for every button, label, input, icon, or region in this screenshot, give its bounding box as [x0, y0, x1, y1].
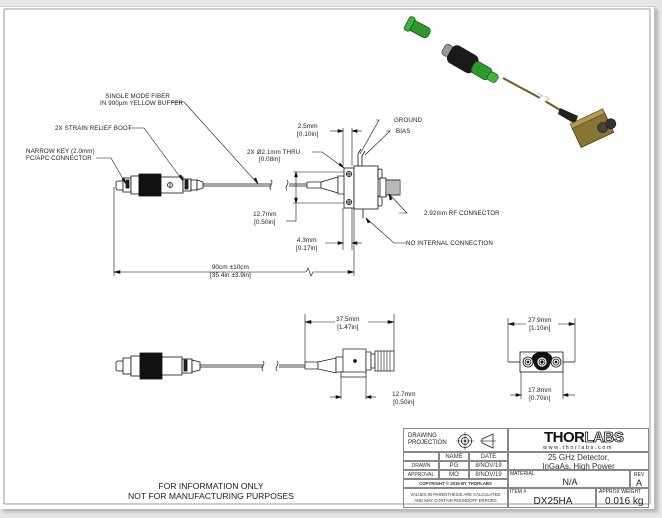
bias-callout: BIAS — [396, 128, 411, 135]
rf-connector-callout: 2.92mm RF CONNECTOR — [424, 210, 500, 217]
weight-value: 0.016 kg — [605, 496, 643, 507]
approval-date: 8/NOV/19 — [469, 470, 508, 479]
thru-hole-callout: 2X Ø2.1mm THRU [0.08in] — [247, 149, 300, 163]
fiber-top — [203, 175, 349, 195]
weight-number: 0.016 — [605, 496, 631, 507]
fiber-side — [200, 348, 395, 378]
fiber-callout-line1: SINGLE MODE FIBER — [105, 93, 170, 100]
dim-90cm-imperial: [35.4in ±3.9in] — [210, 272, 251, 279]
dim-27-9mm-imperial: [1.10in] — [529, 325, 551, 332]
copyright: COPYRIGHT © 2019 BY THORLABS — [403, 479, 508, 488]
drawing-sheet — [0, 6, 655, 509]
dim-37-5mm-metric: 37.5mm — [336, 316, 360, 323]
material-value: N/A — [562, 477, 578, 487]
connector-callout: NARROW KEY (2.0mm) FC/APC CONNECTOR — [26, 148, 95, 162]
dim-27-9mm: 27.9mm [1.10in] — [528, 317, 551, 333]
thorlabs-logo: THORLABS — [544, 429, 624, 446]
drawing-projection-line2: PROJECTION — [408, 440, 447, 446]
drawing-projection-cell: DRAWING PROJECTION — [403, 428, 508, 452]
fiber-callout-line2: IN 900µm YELLOW BUFFER — [100, 100, 184, 107]
material-label: MATERIAL — [510, 471, 535, 477]
no-internal-connection-callout: NO INTERNAL CONNECTION — [406, 240, 493, 247]
logo-cell: THORLABS www.thorlabs.com — [508, 428, 649, 452]
dim-12-7mm-imperial: [0.50in] — [254, 219, 276, 226]
dim-12-7mm-side-metric: 12.7mm — [392, 391, 416, 398]
item-label: ITEM # — [510, 489, 527, 495]
approval-name: MO — [439, 470, 469, 479]
drawn-date: 8/NOV/19 — [469, 461, 508, 470]
dimension-lines-top — [113, 128, 362, 277]
material-cell: MATERIAL N/A — [508, 470, 630, 488]
approval-role: APPROVAL — [403, 470, 439, 479]
dim-17-8mm-metric: 17.8mm — [528, 387, 552, 394]
disclaimer-line1: VALUES IN PARENTHESIS ARE CALCULATED — [410, 492, 501, 497]
strain-relief-callout: 2X STRAIN RELIEF BOOT — [55, 125, 132, 132]
thru-hole-callout-line2: [0.08in] — [259, 156, 281, 163]
information-only-note: FOR INFORMATION ONLY NOT FOR MANUFACTURI… — [96, 481, 326, 501]
date-header: DATE — [469, 452, 508, 461]
disclaimer: VALUES IN PARENTHESIS ARE CALCULATED AND… — [403, 488, 508, 508]
drawing-projection-line1: DRAWING — [408, 433, 437, 439]
dim-27-9mm-metric: 27.9mm — [528, 317, 552, 324]
dim-12-7mm-side: 12.7mm [0.50in] — [392, 391, 415, 407]
weight-label: APPROX WEIGHT — [599, 489, 642, 495]
description-line1: 25 GHz Detector, — [547, 453, 610, 462]
dim-12-7mm-side-imperial: [0.50in] — [393, 399, 415, 406]
dim-2-5mm-imperial: [0.10in] — [297, 131, 319, 138]
dim-12-7mm-top: 12.7mm [0.50in] — [253, 211, 276, 227]
fc-apc-connector-side — [115, 352, 201, 380]
title-block: DRAWING PROJECTION NAME DATE DRAWN PG 8/… — [403, 428, 649, 508]
disclaimer-line2: AND MAY CONTAIN ROUNDOFF ERRORS — [414, 498, 497, 503]
drawn-role: DRAWN — [403, 461, 439, 470]
connector-callout-line2: FC/APC CONNECTOR — [26, 155, 92, 162]
description-cell: 25 GHz Detector, InGaAs, High Power — [508, 452, 649, 470]
dimension-lines-end — [507, 318, 576, 399]
third-angle-projection-icon — [456, 432, 496, 450]
weight-unit: kg — [632, 496, 644, 507]
rev-label: REV — [634, 472, 645, 478]
rev-value: A — [636, 478, 643, 488]
connector-callout-line1: NARROW KEY (2.0mm) — [26, 148, 95, 155]
isometric-render — [403, 16, 617, 148]
dimension-lines-side — [304, 314, 395, 399]
thru-hole-callout-line1: 2X Ø2.1mm THRU — [247, 149, 301, 156]
dim-4-3mm-imperial: [0.17in] — [296, 245, 318, 252]
dim-17-8mm-imperial: [0.70in] — [529, 395, 551, 402]
dim-12-7mm-metric: 12.7mm — [253, 211, 277, 218]
dim-4-3mm: 4.3mm [0.17in] — [296, 237, 317, 253]
dim-37-5mm: 37.5mm [1.47in] — [336, 316, 359, 332]
ground-callout: GROUND — [394, 117, 423, 124]
sheet-border — [3, 8, 651, 505]
item-number: DX25HA — [533, 496, 573, 507]
end-view — [508, 351, 575, 373]
header-blank-cell — [403, 452, 439, 461]
detector-body-top — [343, 148, 401, 218]
leader-lines — [96, 101, 408, 244]
website: www.thorlabs.com — [543, 445, 614, 451]
weight-cell: APPROX WEIGHT 0.016 kg — [596, 488, 649, 508]
fiber-callout: SINGLE MODE FIBER IN 900µm YELLOW BUFFER — [100, 93, 184, 107]
dim-2-5mm: 2.5mm [0.10in] — [297, 123, 318, 139]
description-line2: InGaAs, High Power — [542, 461, 615, 471]
note-line1: FOR INFORMATION ONLY — [158, 481, 264, 491]
logo-light-text: LABS — [584, 429, 624, 446]
item-cell: ITEM # DX25HA — [508, 488, 596, 508]
logo-dark-text: THOR — [544, 429, 585, 446]
rev-cell: REV A — [630, 470, 649, 488]
dim-17-8mm: 17.8mm [0.70in] — [528, 387, 551, 403]
name-header: NAME — [439, 452, 469, 461]
note-line2: NOT FOR MANUFACTURING PURPOSES — [128, 491, 294, 501]
dim-90cm: 90cm ±10cm [35.4in ±3.9in] — [210, 264, 251, 280]
dim-90cm-metric: 90cm ±10cm — [211, 264, 249, 271]
drawn-name: PG — [439, 461, 469, 470]
dim-2-5mm-metric: 2.5mm — [297, 123, 318, 130]
dim-37-5mm-imperial: [1.47in] — [337, 324, 359, 331]
dim-4-3mm-metric: 4.3mm — [296, 237, 317, 244]
fc-apc-connector-top — [115, 173, 204, 197]
drawing-projection-label: DRAWING PROJECTION — [408, 433, 447, 447]
